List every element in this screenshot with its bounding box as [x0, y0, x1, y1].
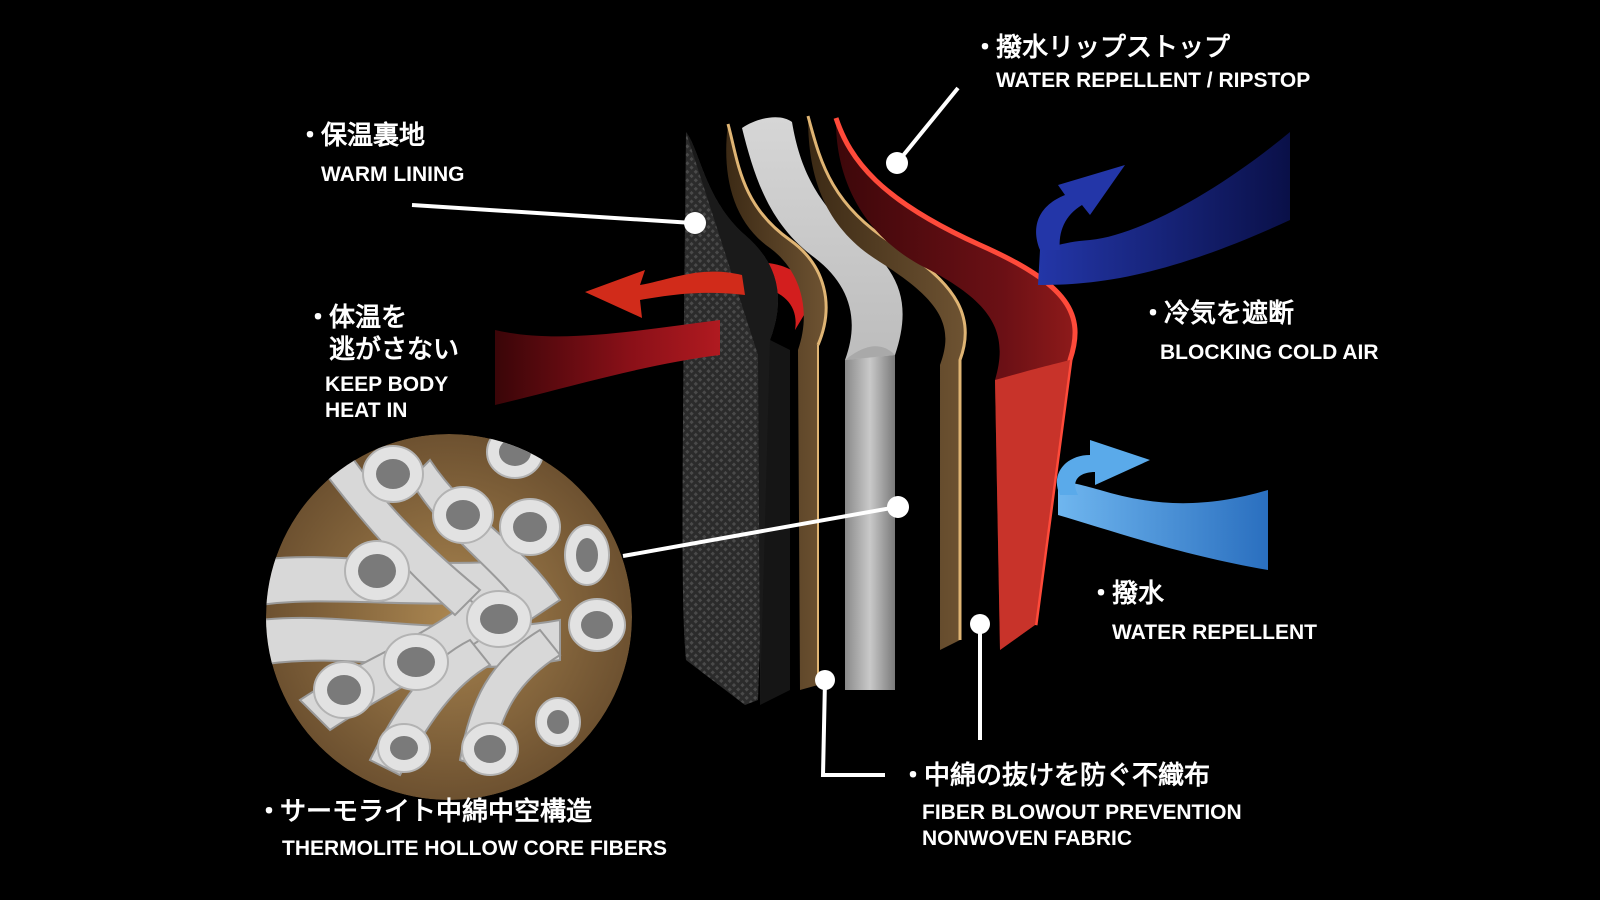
- hollow-fiber-closeup: [266, 434, 632, 800]
- label-body-heat-jp-2: 逃がさない: [329, 335, 460, 365]
- label-ripstop: ・撥水リップストップ WATER REPELLENT / RIPSTOP: [972, 32, 1310, 94]
- label-nonwoven: ・中綿の抜けを防ぐ不織布 FIBER BLOWOUT PREVENTION NO…: [900, 760, 1242, 852]
- leader-thermolite: [622, 505, 898, 558]
- label-water-en: WATER REPELLENT: [1112, 621, 1317, 644]
- dot-inner-nonwoven: [815, 670, 835, 690]
- label-lining-en: WARM LINING: [321, 163, 465, 186]
- label-cold-air: ・冷気を遮断 BLOCKING COLD AIR: [1140, 298, 1379, 366]
- label-lining: ・保温裏地 WARM LINING: [297, 120, 464, 188]
- label-thermolite-en: THERMOLITE HOLLOW CORE FIBERS: [282, 837, 667, 860]
- leader-ripstop: [895, 86, 960, 165]
- label-body-heat-en-1: KEEP BODY: [325, 373, 449, 396]
- inner-nonwoven-layer: [726, 123, 828, 690]
- label-lining-jp: ・保温裏地: [297, 121, 426, 151]
- leader-dots: [684, 152, 990, 690]
- label-nonwoven-jp: ・中綿の抜けを防ぐ不織布: [900, 761, 1211, 791]
- label-cold-air-en: BLOCKING COLD AIR: [1160, 341, 1379, 364]
- leader-lines: [411, 86, 982, 777]
- dot-outer-nonwoven: [970, 614, 990, 634]
- dot-ripstop: [886, 152, 908, 174]
- label-body-heat-jp-1: ・体温を: [305, 303, 408, 333]
- label-water: ・撥水 WATER REPELLENT: [1088, 578, 1317, 646]
- label-nonwoven-en-2: NONWOVEN FABRIC: [922, 827, 1132, 850]
- cold-air-deflect-arrow: [1036, 165, 1125, 250]
- label-body-heat: ・体温を 逃がさない KEEP BODY HEAT IN: [305, 302, 459, 424]
- dot-core: [887, 496, 909, 518]
- water-deflect-arrow: [1056, 440, 1150, 495]
- leader-lining: [411, 203, 694, 225]
- core-insulation-layer: [742, 117, 903, 690]
- label-water-jp: ・撥水: [1088, 579, 1165, 609]
- label-ripstop-jp: ・撥水リップストップ: [972, 33, 1231, 63]
- body-heat-arrow: [495, 320, 720, 405]
- outer-shell-layer: [833, 117, 1078, 650]
- label-nonwoven-en-1: FIBER BLOWOUT PREVENTION: [922, 801, 1242, 824]
- label-ripstop-en: WATER REPELLENT / RIPSTOP: [996, 69, 1311, 92]
- leader-nonwoven-inner: [820, 679, 885, 777]
- warm-air-arrow-out: [585, 270, 745, 318]
- cold-air-arrow: [1038, 132, 1290, 285]
- dot-lining: [684, 212, 706, 234]
- label-cold-air-jp: ・冷気を遮断: [1140, 299, 1295, 329]
- label-body-heat-en-2: HEAT IN: [325, 399, 408, 422]
- label-thermolite-jp: ・サーモライト中綿中空構造: [256, 797, 593, 827]
- water-arrow: [1058, 481, 1268, 570]
- label-thermolite: ・サーモライト中綿中空構造 THERMOLITE HOLLOW CORE FIB…: [256, 796, 667, 862]
